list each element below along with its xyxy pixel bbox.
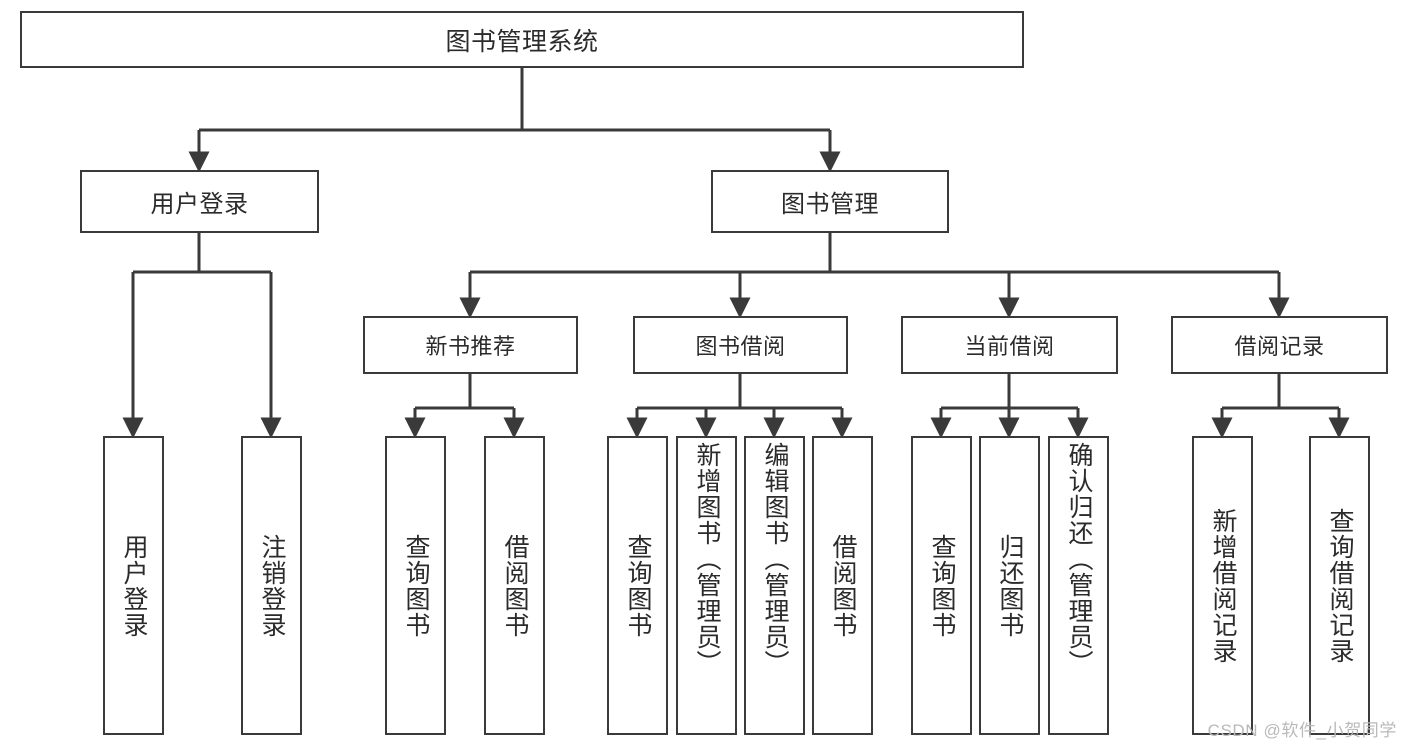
- leaf-query-book-current[interactable]: 查询图书: [911, 436, 972, 735]
- leaf-query-book[interactable]: 查询图书: [607, 436, 668, 735]
- node-book-borrow-label: 图书借阅: [695, 334, 786, 359]
- leaf-label: 查询借阅记录: [1326, 507, 1354, 664]
- leaf-label: 查询图书: [928, 533, 956, 638]
- leaf-label: 借阅图书: [829, 533, 857, 638]
- leaf-borrow-book-recommend[interactable]: 借阅图书: [484, 436, 545, 735]
- node-new-book-recommend[interactable]: 新书推荐: [363, 316, 578, 374]
- node-user-login[interactable]: 用户登录: [80, 170, 319, 233]
- node-current-borrow-label: 当前借阅: [964, 334, 1055, 359]
- leaf-logout[interactable]: 注销登录: [241, 436, 302, 735]
- node-root-label: 图书管理系统: [445, 27, 599, 56]
- node-book-management[interactable]: 图书管理: [711, 170, 949, 233]
- leaf-label: 查询图书: [402, 533, 430, 638]
- leaf-edit-book-admin[interactable]: 编辑图书（管理员）: [744, 436, 805, 735]
- leaf-label: 借阅图书: [501, 533, 529, 638]
- leaf-add-book-admin[interactable]: 新增图书（管理员）: [676, 436, 737, 735]
- leaf-label: 用户登录: [120, 533, 148, 638]
- node-borrow-record-label: 借阅记录: [1234, 334, 1325, 359]
- leaf-user-login[interactable]: 用户登录: [103, 436, 164, 735]
- leaf-query-book-recommend[interactable]: 查询图书: [385, 436, 446, 735]
- node-book-management-label: 图书管理: [781, 191, 879, 218]
- leaf-label: 新增借阅记录: [1209, 507, 1237, 664]
- leaf-borrow-book[interactable]: 借阅图书: [812, 436, 873, 735]
- node-book-borrow[interactable]: 图书借阅: [633, 316, 848, 374]
- leaf-label: 注销登录: [258, 533, 286, 638]
- node-root[interactable]: 图书管理系统: [20, 11, 1024, 68]
- node-user-login-label: 用户登录: [150, 191, 249, 218]
- leaf-label: 编辑图书（管理员）: [761, 442, 789, 676]
- node-borrow-record[interactable]: 借阅记录: [1171, 316, 1388, 374]
- node-current-borrow[interactable]: 当前借阅: [901, 316, 1118, 374]
- leaf-return-book[interactable]: 归还图书: [979, 436, 1040, 735]
- leaf-add-borrow-record[interactable]: 新增借阅记录: [1192, 436, 1253, 735]
- leaf-label: 归还图书: [996, 533, 1024, 638]
- leaf-query-borrow-record[interactable]: 查询借阅记录: [1309, 436, 1370, 735]
- leaf-label: 新增图书（管理员）: [693, 442, 721, 676]
- csdn-watermark: CSDN @软件_小贺同学: [1207, 721, 1397, 740]
- leaf-label: 确认归还（管理员）: [1065, 442, 1093, 676]
- leaf-confirm-return-admin[interactable]: 确认归还（管理员）: [1048, 436, 1109, 735]
- leaf-label: 查询图书: [624, 533, 652, 638]
- node-new-book-recommend-label: 新书推荐: [425, 334, 516, 359]
